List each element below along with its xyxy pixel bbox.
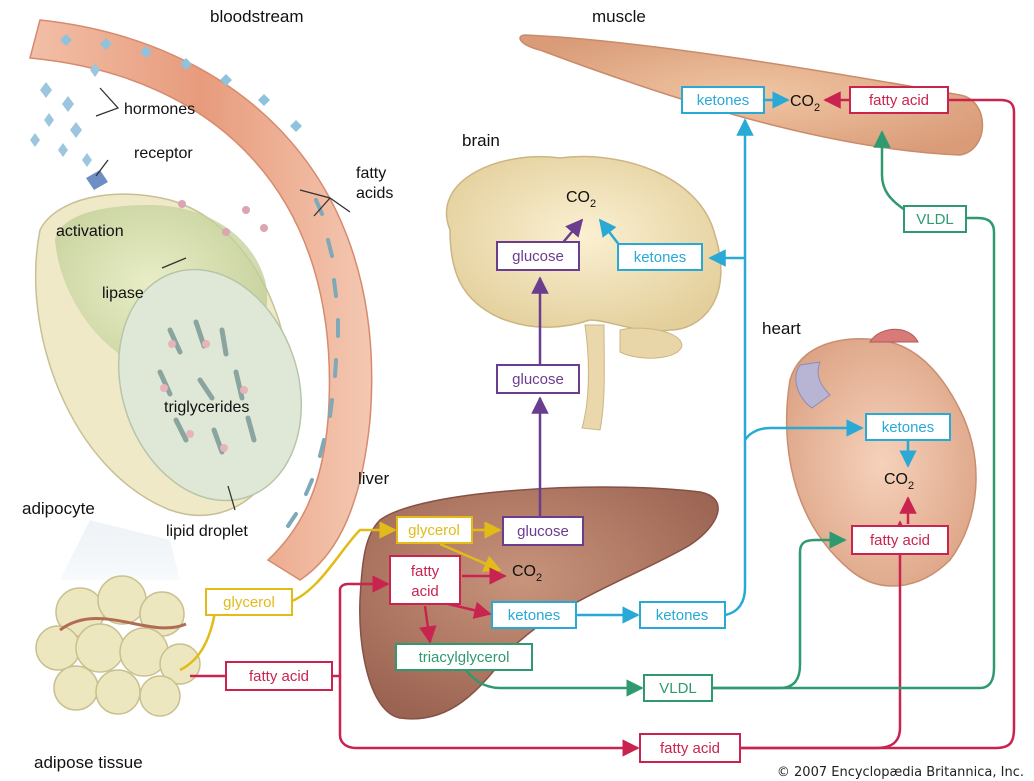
muscle-fatty-acid-label: fatty acid: [869, 92, 929, 109]
liver-fatty-acid-label-line1: fatty: [411, 563, 440, 580]
brain-glucose-box: glucose: [497, 242, 579, 270]
adipose-glycerol-box: glycerol: [206, 589, 292, 615]
liver-ketones-label: ketones: [508, 607, 561, 624]
brain-glucose-label: glucose: [512, 248, 564, 265]
brain-ketones-label: ketones: [634, 249, 687, 266]
heart-ketones-label: ketones: [882, 419, 935, 436]
adipose-glycerol-label: glycerol: [223, 594, 275, 611]
adipocyte-label: adipocyte: [22, 499, 95, 518]
liver-glycerol-label: glycerol: [408, 522, 460, 539]
adipose-fatty-acid-label: fatty acid: [249, 668, 309, 685]
vldl-bottom-label: VLDL: [659, 680, 697, 697]
ketones-out-box: ketones: [640, 602, 725, 628]
bloodstream-label: bloodstream: [210, 7, 304, 26]
heart-fatty-acid-box: fatty acid: [852, 526, 948, 554]
receptor-label: receptor: [134, 145, 193, 162]
brain-ketones-box: ketones: [618, 244, 702, 270]
copyright-credit: © 2007 Encyclopædia Britannica, Inc.: [777, 765, 1024, 780]
mid-glucose-label: glucose: [512, 371, 564, 388]
lipase-label: lipase: [102, 285, 144, 302]
adipose-fatty-acid-box: fatty acid: [226, 662, 332, 690]
brain-label: brain: [462, 131, 500, 150]
adipose-tissue-label: adipose tissue: [34, 753, 143, 772]
heart-label: heart: [762, 319, 801, 338]
muscle-label: muscle: [592, 7, 646, 26]
light-beam: [60, 520, 180, 580]
hormones-label: hormones: [124, 101, 195, 118]
liver-label: liver: [358, 469, 390, 488]
bottom-fatty-acid-box: fatty acid: [640, 734, 740, 762]
muscle-ketones-box: ketones: [682, 87, 764, 113]
bottom-fatty-acid-label: fatty acid: [660, 740, 720, 757]
hormone-molecules: [30, 63, 100, 167]
fatty-acids-label-line2: acids: [356, 185, 393, 202]
liver-glycerol-box: glycerol: [397, 517, 472, 543]
mid-glucose-box: glucose: [497, 365, 579, 393]
liver-glucose-label: glucose: [517, 523, 569, 540]
fatty-acids-label-line1: fatty: [356, 165, 386, 182]
receptor-shape: [86, 170, 108, 190]
vldl-bottom-box: VLDL: [644, 675, 712, 701]
liver-triacylglycerol-box: triacylglycerol: [396, 644, 532, 670]
liver-glucose-box: glucose: [503, 517, 583, 545]
heart-ketones-box: ketones: [866, 414, 950, 440]
triglycerides-label: triglycerides: [164, 399, 249, 416]
liver-fatty-acid-box: fatty acid: [390, 556, 460, 604]
muscle-fatty-acid-box: fatty acid: [850, 87, 948, 113]
liver-ketones-box: ketones: [492, 602, 576, 628]
activation-label: activation: [56, 223, 124, 240]
muscle-vldl-box: VLDL: [904, 206, 966, 232]
liver-fatty-acid-label-line2: acid: [411, 583, 439, 600]
heart-fatty-acid-label: fatty acid: [870, 532, 930, 549]
liver-triacylglycerol-label: triacylglycerol: [419, 649, 510, 666]
adipose-tissue-illustration: [36, 576, 200, 716]
ketones-out-label: ketones: [656, 607, 709, 624]
lipid-droplet-label: lipid droplet: [166, 523, 248, 540]
muscle-vldl-label: VLDL: [916, 211, 954, 228]
muscle-ketones-label: ketones: [697, 92, 750, 109]
